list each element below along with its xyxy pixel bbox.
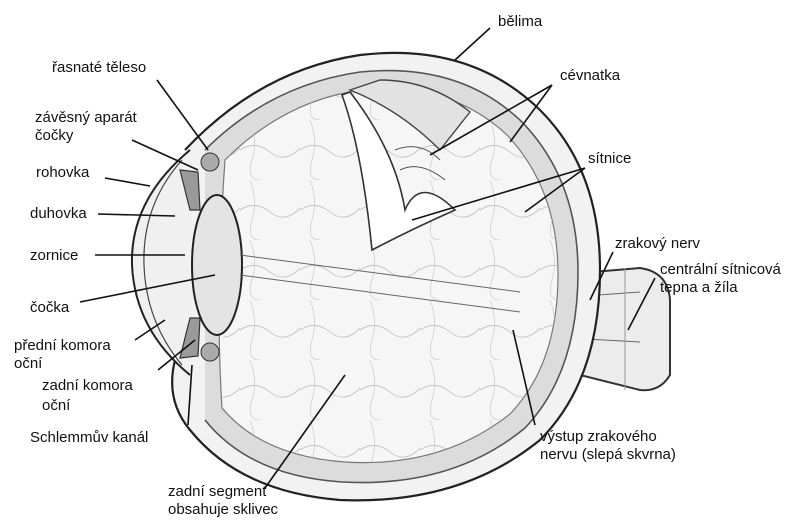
label-optic-disc-line1: výstup zrakového: [540, 428, 657, 445]
label-sclera: bělima: [498, 13, 543, 30]
label-cornea: rohovka: [36, 164, 90, 181]
ciliary-body-bottom: [201, 343, 219, 361]
ciliary-body-top: [201, 153, 219, 171]
label-anterior-chamber-line2: oční: [14, 355, 43, 372]
label-zonule-line1: závěsný aparát: [35, 109, 138, 126]
label-posterior-chamber-line1: zadní komora: [42, 377, 134, 394]
label-retina: sítnice: [588, 150, 631, 167]
label-optic-nerve: zrakový nerv: [615, 235, 701, 252]
label-optic-disc-line2: nervu (slepá skvrna): [540, 446, 676, 463]
label-pupil: zornice: [30, 247, 78, 264]
label-posterior-segment-line2: obsahuje sklivec: [168, 501, 279, 517]
label-central-artery-line1: centrální sítnicová: [660, 261, 782, 278]
label-posterior-segment-line1: zadní segment: [168, 483, 267, 500]
label-choroid: cévnatka: [560, 67, 621, 84]
label-ciliary-body: řasnaté těleso: [52, 59, 146, 76]
label-posterior-chamber-line2: oční: [42, 397, 71, 414]
lens-shape: [192, 195, 242, 335]
label-schlemm-canal: Schlemmův kanál: [30, 429, 148, 446]
label-anterior-chamber-line1: přední komora: [14, 337, 111, 354]
label-central-artery-line2: tepna a žíla: [660, 279, 738, 296]
label-iris: duhovka: [30, 205, 87, 222]
label-zonule-line2: čočky: [35, 127, 74, 144]
label-lens: čočka: [30, 299, 70, 316]
